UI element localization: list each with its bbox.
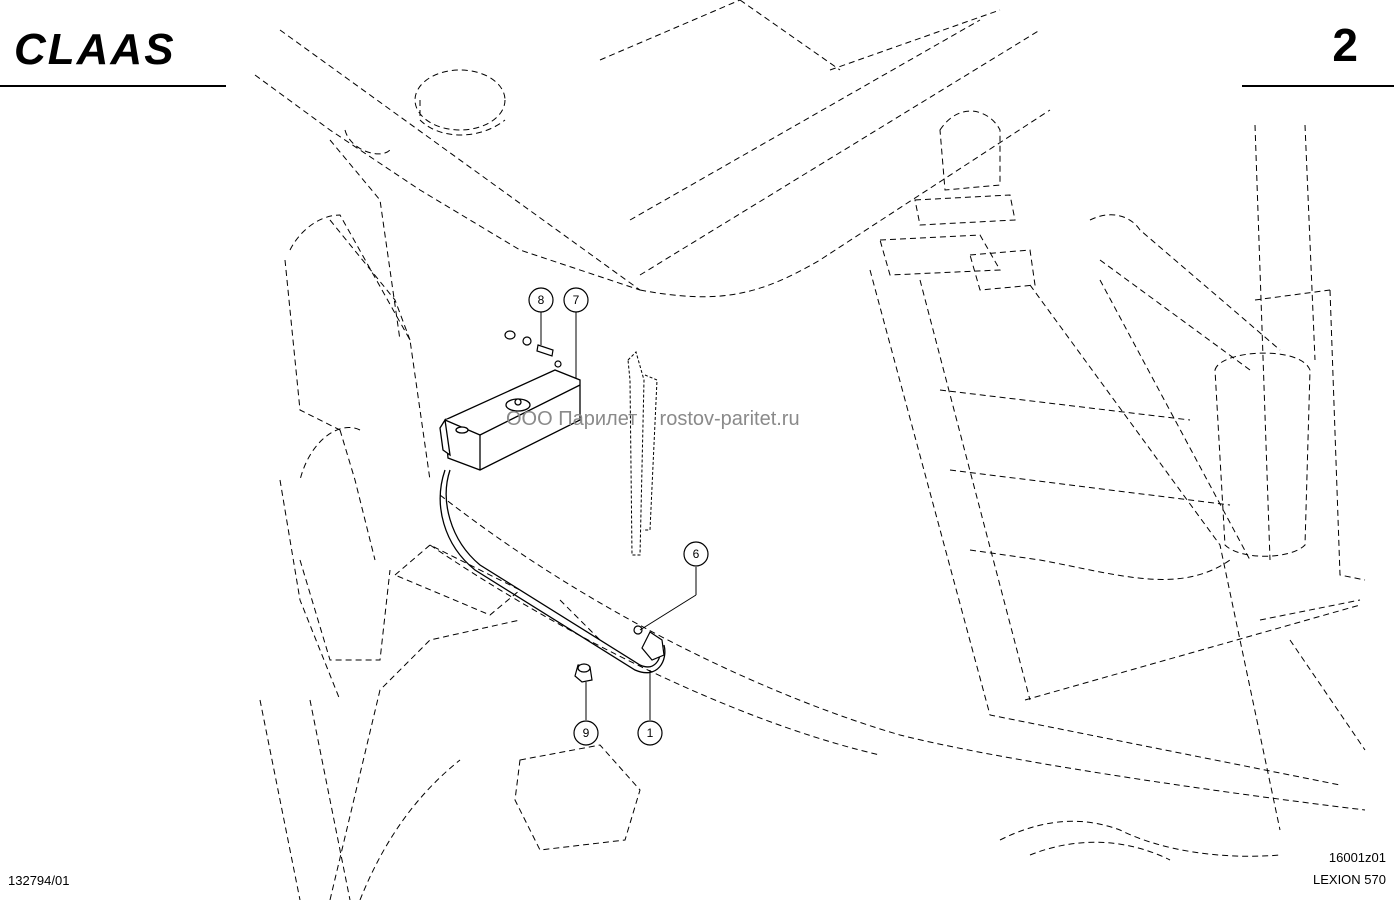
callout-6: 6 — [683, 541, 709, 567]
watermark: ООО Парилет rostov-paritet.ru — [506, 408, 800, 430]
leader-lines — [540, 312, 697, 720]
hose — [439, 469, 666, 674]
callout-9: 9 — [573, 720, 599, 746]
callout-8: 8 — [528, 287, 554, 313]
callout-1: 1 — [637, 720, 663, 746]
nozzle — [633, 625, 665, 661]
svg-text:1: 1 — [647, 726, 654, 740]
svg-text:8: 8 — [538, 293, 545, 307]
svg-text:7: 7 — [573, 293, 580, 307]
page-number: 2 — [1332, 19, 1358, 71]
wiper-arm — [627, 351, 658, 556]
machine-model: LEXION 570 — [1313, 872, 1386, 887]
document-id: 132794/01 — [8, 873, 70, 888]
bolt-and-washers — [504, 330, 562, 368]
background-frame — [254, 0, 1366, 900]
callout-7: 7 — [563, 287, 589, 313]
sensor-housing — [439, 369, 581, 471]
drawing-reference: 16001z01 — [1328, 850, 1386, 865]
svg-text:6: 6 — [693, 547, 700, 561]
hose-clip — [574, 663, 593, 683]
claas-logo: CLAAS — [14, 25, 176, 74]
svg-text:9: 9 — [583, 726, 590, 740]
